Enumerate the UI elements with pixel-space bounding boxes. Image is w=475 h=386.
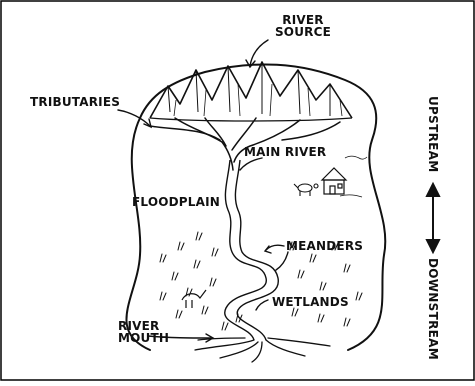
double-headed-arrow-icon — [427, 184, 439, 252]
tributaries-icon — [150, 118, 340, 170]
river-source-label: RIVER SOURCE — [268, 14, 338, 38]
meanders-label: MEANDERS — [286, 240, 363, 252]
downstream-label: DOWNSTREAM — [427, 258, 439, 360]
mountain-range-icon — [150, 62, 352, 121]
river-mouth-label: RIVER MOUTH — [118, 320, 169, 344]
wetlands-label: WETLANDS — [272, 296, 349, 308]
river-channel — [225, 160, 279, 340]
animal-icon — [294, 184, 318, 196]
upstream-label: UPSTREAM — [427, 96, 439, 172]
main-river-label: MAIN RIVER — [244, 146, 326, 158]
bird-icon — [182, 290, 206, 308]
tributaries-label: TRIBUTARIES — [30, 96, 120, 108]
floodplain-label: FLOODPLAIN — [132, 196, 220, 208]
river-mouth-label-line2: MOUTH — [118, 332, 169, 344]
river-source-label-line2: SOURCE — [268, 26, 338, 38]
outer-frame — [1, 1, 474, 380]
house-icon — [322, 168, 346, 194]
river-mouth-delta — [195, 338, 330, 362]
